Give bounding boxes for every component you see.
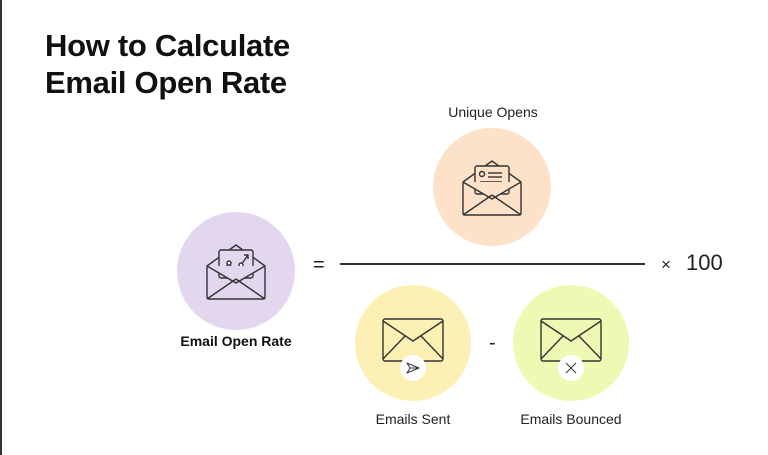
emails-sent-circle (355, 285, 471, 401)
open-envelope-chart-icon (204, 239, 268, 303)
send-icon (406, 362, 420, 374)
unique-opens-circle (433, 128, 551, 246)
fraction-line (340, 263, 645, 265)
multiplier-value: 100 (686, 250, 723, 275)
left-border (0, 0, 2, 455)
send-badge (400, 355, 426, 381)
title-line-2: Email Open Rate (45, 65, 287, 100)
x-icon (565, 362, 577, 374)
bounce-badge (558, 355, 584, 381)
emails-bounced-label: Emails Bounced (520, 411, 622, 427)
email-open-rate-circle (177, 212, 295, 330)
page-title: How to Calculate Email Open Rate (45, 27, 290, 101)
emails-sent-label: Emails Sent (375, 411, 451, 427)
minus-sign: - (489, 332, 496, 354)
emails-bounced-circle (513, 285, 629, 401)
multiply-sign: × (661, 255, 671, 274)
open-envelope-letter-icon (460, 155, 524, 219)
email-open-rate-label: Email Open Rate (180, 333, 292, 349)
equals-sign: = (313, 254, 325, 276)
title-line-1: How to Calculate (45, 28, 290, 63)
unique-opens-label: Unique Opens (448, 104, 538, 120)
